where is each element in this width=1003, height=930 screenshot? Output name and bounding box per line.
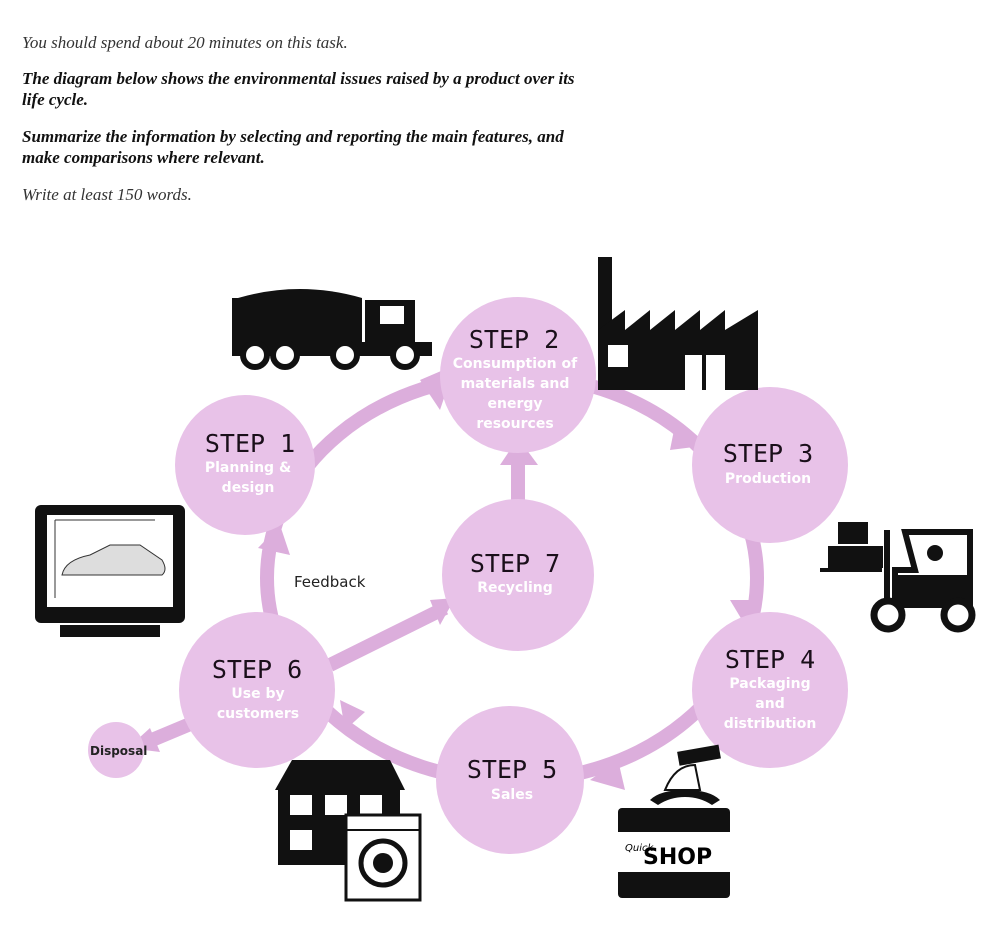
svg-text:materials and: materials and: [461, 376, 570, 392]
prompt-line-2: life cycle.: [22, 90, 89, 109]
svg-text:Consumption of: Consumption of: [453, 356, 578, 372]
arrow-4-5: [590, 760, 625, 790]
arrow-3-4: [730, 600, 760, 630]
shop-logo-small: Quick: [625, 843, 654, 854]
step-2: STEP 2 Consumption of materials and energy r…: [453, 325, 578, 432]
step-6: STEP 6 Use by customers: [212, 655, 302, 722]
prompt: The diagram below shows the environmenta…: [22, 68, 575, 110]
step-1: STEP 1 Planning & design: [205, 429, 295, 496]
word-count-instruction: Write at least 150 words.: [22, 185, 192, 204]
step-5: STEP 5 Sales: [467, 755, 557, 803]
svg-text:customers: customers: [217, 706, 299, 722]
prompt-line-1: The diagram below shows the environmenta…: [22, 69, 575, 88]
step-7: STEP 7 Recycling: [470, 549, 560, 596]
feedback-label: Feedback: [294, 573, 366, 591]
shopping-bag-icon: Quick SHOP: [618, 744, 730, 898]
svg-text:Packaging: Packaging: [729, 676, 810, 692]
svg-text:STEP 1: STEP 1: [205, 429, 295, 458]
task-line-2: make comparisons where relevant.: [22, 148, 265, 167]
svg-text:Use by: Use by: [231, 686, 284, 702]
svg-text:design: design: [222, 480, 275, 496]
svg-text:Planning &: Planning &: [205, 460, 291, 476]
svg-text:STEP 7: STEP 7: [470, 549, 560, 578]
svg-text:resources: resources: [476, 416, 553, 432]
arrow-6-1: [258, 525, 290, 555]
task-line-1: Summarize the information by selecting a…: [22, 127, 564, 146]
svg-text:and: and: [755, 696, 784, 712]
shop-logo-big: SHOP: [643, 845, 712, 870]
svg-text:Sales: Sales: [491, 787, 533, 803]
step-circles: [88, 297, 848, 854]
house-washing-machine-icon: [275, 760, 422, 902]
step-4: STEP 4 Packaging and distribution: [724, 645, 817, 732]
forklift-icon: [820, 522, 976, 633]
step-3: STEP 3 Production: [723, 439, 813, 487]
svg-text:STEP 5: STEP 5: [467, 755, 557, 784]
truck-icon: [232, 289, 432, 370]
svg-text:STEP 4: STEP 4: [725, 645, 815, 674]
svg-text:Production: Production: [725, 471, 811, 487]
svg-text:STEP 3: STEP 3: [723, 439, 813, 468]
arrow-5-6: [340, 700, 365, 730]
svg-text:Recycling: Recycling: [477, 580, 553, 596]
svg-text:distribution: distribution: [724, 716, 817, 732]
svg-text:STEP 6: STEP 6: [212, 655, 302, 684]
disposal-label: Disposal: [90, 744, 147, 758]
svg-text:STEP 2: STEP 2: [469, 325, 559, 354]
factory-icon: [598, 257, 758, 390]
task: Summarize the information by selecting a…: [22, 126, 564, 168]
time-instruction: You should spend about 20 minutes on thi…: [22, 33, 348, 52]
svg-text:energy: energy: [487, 396, 542, 412]
monitor-car-design-icon: [35, 505, 185, 637]
